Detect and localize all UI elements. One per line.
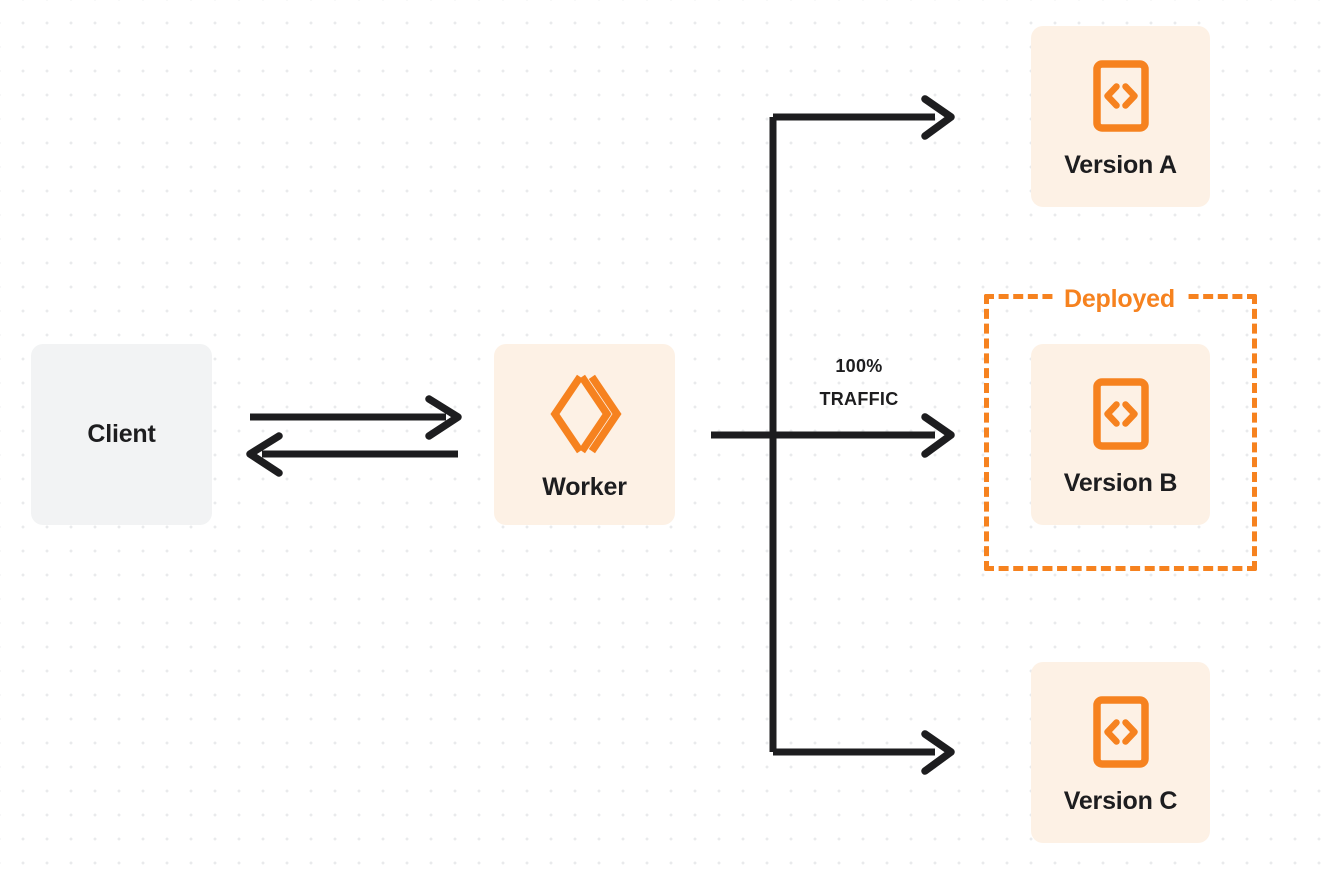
connector-client-to-worker — [250, 395, 462, 440]
arrowhead-to-version-c — [921, 730, 955, 775]
deployed-group-frame — [984, 294, 1257, 571]
node-version-b[interactable]: Version B — [1031, 344, 1210, 525]
connector-worker-to-client — [246, 432, 458, 477]
node-version-c-label: Version C — [1063, 786, 1178, 815]
node-client-label: Client — [87, 420, 156, 448]
deployed-group-label: Deployed — [1053, 284, 1186, 314]
node-version-a-label: Version A — [1064, 150, 1177, 179]
code-file-icon — [1092, 59, 1149, 137]
cloudflare-workers-logo-icon — [548, 374, 622, 459]
code-file-icon — [1092, 377, 1149, 455]
node-version-c[interactable]: Version C — [1031, 662, 1210, 843]
node-version-b-label: Version B — [1063, 468, 1178, 497]
node-worker[interactable]: Worker — [494, 344, 675, 525]
traffic-percent: 100% — [835, 356, 883, 376]
node-client[interactable]: Client — [31, 344, 212, 525]
code-file-icon — [1092, 695, 1149, 773]
traffic-caption: TRAFFIC — [819, 389, 899, 409]
traffic-annotation: 100% TRAFFIC — [784, 350, 934, 416]
connector-worker-to-versions-trunk — [711, 113, 935, 756]
arrowhead-to-version-b — [921, 413, 955, 458]
arrowhead-to-version-a — [921, 95, 955, 140]
node-version-a[interactable]: Version A — [1031, 26, 1210, 207]
node-worker-label: Worker — [542, 472, 627, 501]
